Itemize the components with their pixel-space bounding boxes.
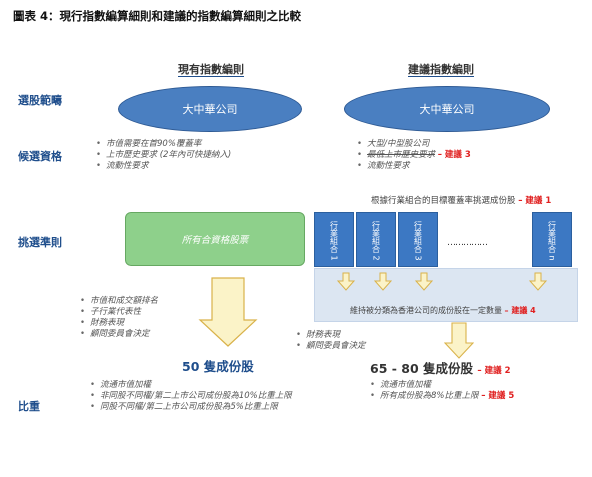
list-item: 大型/中型股公司 (357, 139, 471, 150)
weighting-current-list: 流通市值加權 非同股不同權/第二上市公司成份股為10%比重上限 同股不同權/第二… (90, 380, 292, 413)
selection-proposed-criteria: 財務表現 顧問委員會決定 (296, 330, 366, 352)
constituent-count-proposed: 65 - 80 隻成份股 – 建議 2 (370, 361, 511, 376)
list-item: 流動性要求 (357, 161, 471, 172)
industry-group-label-1: 行業組合 1 (329, 221, 339, 261)
list-item: 子行業代表性 (80, 307, 158, 318)
row-label-universe: 選股範疇 (18, 94, 62, 107)
list-item: 流動性要求 (96, 161, 231, 172)
list-item: 同股不同權/第二上市公司成份股為5%比重上限 (90, 402, 292, 413)
maintain-hk-band (314, 268, 578, 322)
list-item: 流通市值加權 (90, 380, 292, 391)
list-item: 財務表現 (296, 330, 366, 341)
maintain-hk-note: 維持被分類為香港公司的成份股在一定數量 – 建議 4 (350, 306, 536, 315)
industry-group-label-n: 行業組合 n (547, 221, 557, 261)
row-label-selection: 挑選準則 (18, 236, 62, 249)
page-title: 圖表 4：現行指數編算細則和建議的指數編算細則之比較 (13, 9, 302, 23)
list-item: 非同股不同權/第二上市公司成份股為10%比重上限 (90, 391, 292, 402)
list-item: 市值需要在首90%覆蓋率 (96, 139, 231, 150)
list-item: 財務表現 (80, 318, 158, 329)
all-eligible-stocks-box: 所有合資格股票 (125, 212, 305, 266)
column-heading-current: 現有指數編則 (178, 63, 244, 76)
list-item: 上市歷史要求 (2年內可快捷納入) (96, 150, 231, 161)
list-item: 流通市值加權 (370, 380, 514, 391)
industry-group-box-2: 行業組合 2 (356, 212, 396, 267)
selection-current-criteria: 市值和成交額排名 子行業代表性 財務表現 顧問委員會決定 (80, 296, 158, 340)
proposal-4-tag: – 建議 4 (504, 306, 536, 315)
list-item: 顧問委員會決定 (296, 341, 366, 352)
industry-group-label-2: 行業組合 2 (371, 221, 381, 261)
small-down-arrows (336, 272, 548, 291)
universe-ellipse-proposed: 大中華公司 (344, 86, 550, 132)
industry-group-box-3: 行業組合 3 (398, 212, 438, 267)
industry-group-box-1: 行業組合 1 (314, 212, 354, 267)
big-down-arrow-current (198, 277, 258, 347)
down-arrow-proposed (444, 322, 474, 359)
list-item: 最低上市歷史要求 – 建議 3 (357, 150, 471, 161)
small-arrow-4 (528, 272, 548, 291)
small-arrow-1 (336, 272, 356, 291)
constituent-count-current: 50 隻成份股 (182, 359, 254, 374)
weighting-proposed-list: 流通市值加權 所有成份股為8%比重上限 – 建議 5 (370, 380, 514, 402)
list-item: 所有成份股為8%比重上限 – 建議 5 (370, 391, 514, 402)
proposal-3-tag: – 建議 3 (437, 150, 471, 160)
ellipsis-dots: …………… (447, 238, 488, 248)
small-arrow-3 (414, 272, 434, 291)
row-label-weighting: 比重 (18, 400, 40, 413)
industry-group-label-3: 行業組合 3 (413, 221, 423, 261)
proposal-1-tag: – 建議 1 (518, 196, 552, 206)
all-eligible-stocks-label: 所有合資格股票 (181, 235, 249, 246)
small-arrow-2 (373, 272, 393, 291)
proposal-5-tag: – 建議 5 (481, 391, 515, 401)
universe-proposed-label: 大中華公司 (419, 103, 475, 116)
row-label-eligibility: 候選資格 (18, 150, 62, 163)
universe-ellipse-current: 大中華公司 (118, 86, 302, 132)
industry-group-box-n: 行業組合 n (532, 212, 572, 267)
list-item: 顧問委員會決定 (80, 329, 158, 340)
eligibility-current-list: 市值需要在首90%覆蓋率 上市歷史要求 (2年內可快捷納入) 流動性要求 (96, 139, 231, 172)
target-coverage-note: 根據行業組合的目標覆蓋率挑選成份股 – 建議 1 (371, 196, 552, 206)
proposal-2-tag: – 建議 2 (477, 366, 511, 376)
eligibility-proposed-list: 大型/中型股公司 最低上市歷史要求 – 建議 3 流動性要求 (357, 139, 471, 172)
universe-current-label: 大中華公司 (182, 103, 238, 116)
list-item: 市值和成交額排名 (80, 296, 158, 307)
column-heading-proposed: 建議指數編則 (408, 63, 474, 76)
